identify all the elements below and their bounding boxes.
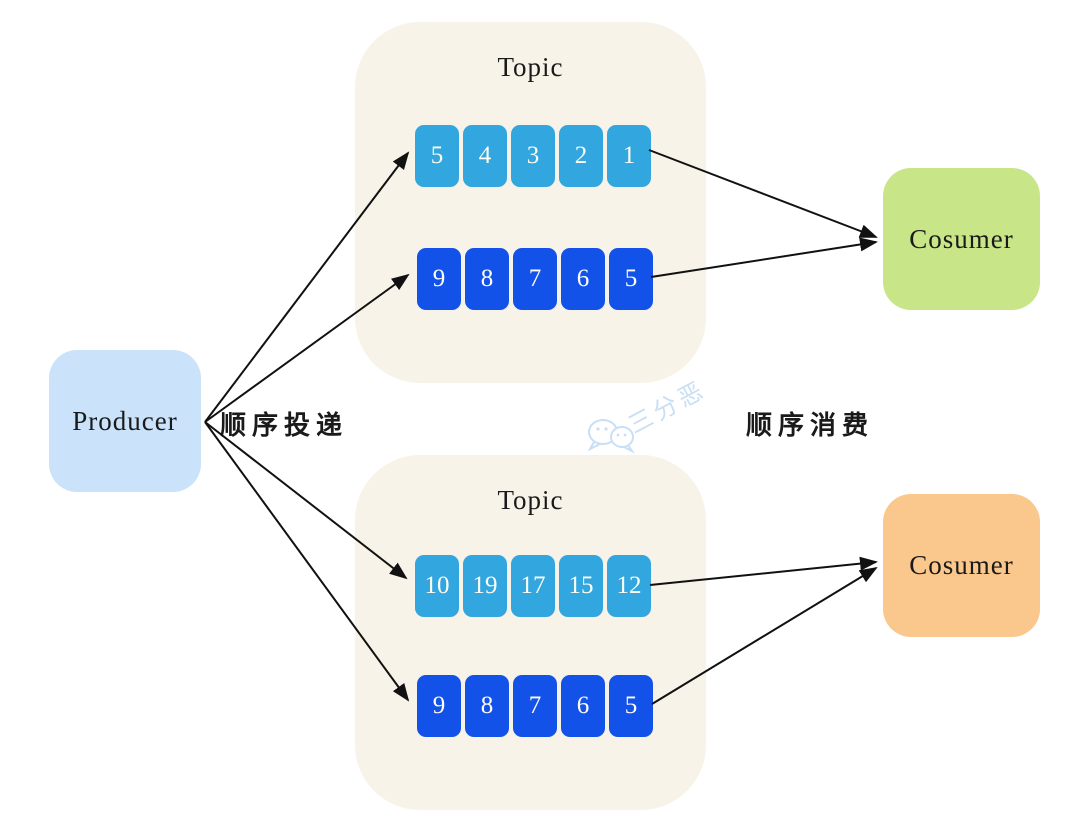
queue-cell: 15 [559,555,603,617]
queue-cell: 10 [415,555,459,617]
queue-cell: 2 [559,125,603,187]
queue-cell: 5 [415,125,459,187]
partition-queue-top-1: 5 4 3 2 1 [415,125,651,187]
queue-cell: 5 [609,248,653,310]
partition-queue-bottom-1: 10 19 17 15 12 [415,555,651,617]
queue-cell: 8 [465,675,509,737]
queue-cell: 3 [511,125,555,187]
consumer-node-top: Cosumer [883,168,1040,310]
queue-cell: 19 [463,555,507,617]
topic-title: Topic [497,485,564,515]
queue-cell: 8 [465,248,509,310]
producer-label: Producer [72,405,178,436]
topic-box-bottom: Topic [355,455,706,810]
queue-cell: 9 [417,248,461,310]
queue-cell: 6 [561,248,605,310]
queue-cell: 9 [417,675,461,737]
queue-cell: 4 [463,125,507,187]
consumer-node-bottom: Cosumer [883,494,1040,637]
queue-cell: 17 [511,555,555,617]
consumer-label: Cosumer [909,223,1014,254]
watermark-text: 三分恶 [624,376,711,439]
queue-cell: 7 [513,675,557,737]
queue-cell: 12 [607,555,651,617]
sequential-consume-label: 顺序消费 [746,411,875,440]
topic-title: Topic [497,52,564,82]
producer-node: Producer [49,350,201,492]
queue-cell: 7 [513,248,557,310]
queue-cell: 6 [561,675,605,737]
sequential-delivery-label: 顺序投递 [220,411,349,440]
watermark: 三分恶 [587,376,711,454]
consumer-label: Cosumer [909,550,1014,580]
topic-box-top: Topic [355,22,706,383]
partition-queue-top-2: 9 8 7 6 5 [417,248,653,310]
queue-cell: 5 [609,675,653,737]
queue-cell: 1 [607,125,651,187]
partition-queue-bottom-2: 9 8 7 6 5 [417,675,653,737]
wechat-bubbles-icon [587,419,635,454]
